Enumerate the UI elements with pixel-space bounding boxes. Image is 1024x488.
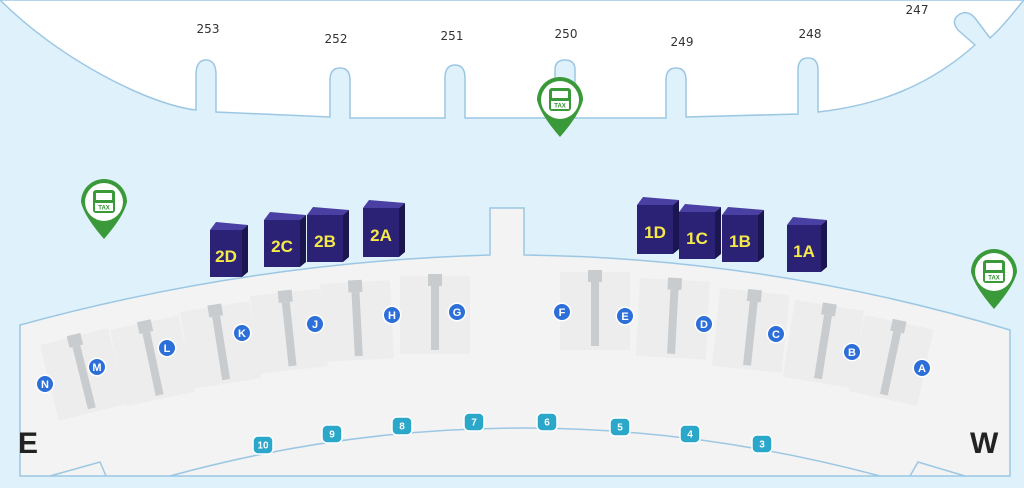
- counter-label: 2B: [314, 232, 336, 251]
- hall-bay: [635, 277, 710, 360]
- entrance-label: 6: [544, 418, 550, 429]
- counter-2c: 2C: [264, 212, 306, 267]
- checkin-row-label: A: [918, 363, 926, 375]
- entrance-label: 9: [329, 430, 335, 441]
- entrance-7[interactable]: 7: [463, 412, 485, 432]
- checkin-halls: [40, 270, 934, 421]
- counter-label: 1D: [644, 223, 666, 242]
- hall-bay: [180, 301, 262, 390]
- entrance-4[interactable]: 4: [679, 424, 701, 444]
- main-terminal-building: [19, 207, 1011, 477]
- hall-bay: [40, 328, 127, 421]
- counter-label: 2C: [271, 237, 293, 256]
- checkin-row-h[interactable]: H: [382, 305, 402, 325]
- checkin-row-j[interactable]: J: [305, 314, 325, 334]
- checkin-row-label: E: [621, 311, 628, 323]
- entrance-8[interactable]: 8: [391, 416, 413, 436]
- checkin-row-label: C: [772, 329, 780, 341]
- entrance-10[interactable]: 10: [252, 435, 274, 455]
- counters-group: 2D 2C 2B 2A 1D 1C 1B 1A: [210, 197, 827, 277]
- tax-refund-icon[interactable]: TAX: [537, 77, 583, 137]
- entrance-3[interactable]: 3: [751, 434, 773, 454]
- hall-bay: [250, 288, 328, 374]
- entrance-5[interactable]: 5: [609, 417, 631, 437]
- counter-2a: 2A: [363, 200, 405, 257]
- upper-concourse: [0, 0, 1024, 119]
- hall-bay: [782, 300, 865, 388]
- checkin-row-g[interactable]: G: [447, 302, 467, 322]
- checkin-row-label: M: [92, 362, 101, 374]
- tax-refund-icon[interactable]: TAX: [971, 249, 1017, 309]
- checkin-row-e[interactable]: E: [615, 306, 635, 326]
- checkin-row-label: H: [388, 310, 396, 322]
- entrance-label: 4: [687, 430, 693, 441]
- gate-label-249: 249: [671, 35, 694, 49]
- hall-bay: [848, 315, 934, 406]
- gate-labels: 253 252 251 250 249 248 247: [197, 3, 929, 49]
- checkin-row-m[interactable]: M: [87, 357, 107, 377]
- entrance-label: 7: [471, 418, 477, 429]
- checkin-row-label: B: [848, 347, 856, 359]
- checkin-row-l[interactable]: L: [157, 338, 177, 358]
- checkin-row-pins: N M L K J H G F E D C B A: [35, 302, 932, 394]
- direction-east: E: [18, 427, 38, 460]
- hall-bay: [110, 315, 195, 407]
- tax-refund-markers: TAX TAX TAX: [81, 77, 1017, 309]
- checkin-row-c[interactable]: C: [766, 324, 786, 344]
- counter-label: 1B: [729, 232, 751, 251]
- gate-label-252: 252: [325, 32, 348, 46]
- checkin-row-label: N: [41, 379, 49, 391]
- counter-label: 2A: [370, 226, 392, 245]
- checkin-row-label: J: [312, 319, 318, 331]
- counter-label: 1A: [793, 242, 815, 261]
- gate-label-248: 248: [799, 27, 822, 41]
- checkin-row-label: L: [164, 343, 171, 355]
- entrance-6[interactable]: 6: [536, 412, 558, 432]
- checkin-row-label: D: [700, 319, 708, 331]
- checkin-row-n[interactable]: N: [35, 374, 55, 394]
- counter-1a: 1A: [787, 217, 827, 272]
- counter-2d: 2D: [210, 222, 248, 277]
- gate-label-251: 251: [441, 29, 464, 43]
- hall-bay: [320, 279, 394, 362]
- counter-label: 1C: [686, 229, 708, 248]
- direction-west: W: [970, 427, 999, 460]
- counter-1b: 1B: [722, 207, 764, 262]
- counter-1d: 1D: [637, 197, 679, 254]
- entrance-label: 10: [257, 441, 269, 452]
- gate-label-250: 250: [555, 27, 578, 41]
- checkin-row-label: K: [238, 328, 246, 340]
- tax-label: TAX: [988, 276, 1000, 282]
- gate-label-247: 247: [906, 3, 929, 17]
- entrance-9[interactable]: 9: [321, 424, 343, 444]
- checkin-row-label: F: [559, 307, 566, 319]
- checkin-row-d[interactable]: D: [694, 314, 714, 334]
- entrance-markers: 10 9 8 7 6 5 4 3: [252, 412, 773, 455]
- entrance-label: 8: [399, 422, 405, 433]
- gate-label-253: 253: [197, 22, 220, 36]
- tax-refund-icon[interactable]: TAX: [81, 178, 127, 239]
- entrance-label: 5: [617, 423, 623, 434]
- checkin-row-label: G: [453, 307, 462, 319]
- counter-2b: 2B: [307, 207, 349, 262]
- checkin-row-a[interactable]: A: [912, 358, 932, 378]
- hall-bay: [711, 288, 790, 373]
- tax-label: TAX: [98, 206, 110, 212]
- entrance-label: 3: [759, 440, 765, 451]
- checkin-row-f[interactable]: F: [552, 302, 572, 322]
- counter-label: 2D: [215, 247, 237, 266]
- checkin-row-b[interactable]: B: [842, 342, 862, 362]
- counter-1c: 1C: [679, 204, 721, 259]
- checkin-row-k[interactable]: K: [232, 323, 252, 343]
- tax-label: TAX: [554, 104, 566, 110]
